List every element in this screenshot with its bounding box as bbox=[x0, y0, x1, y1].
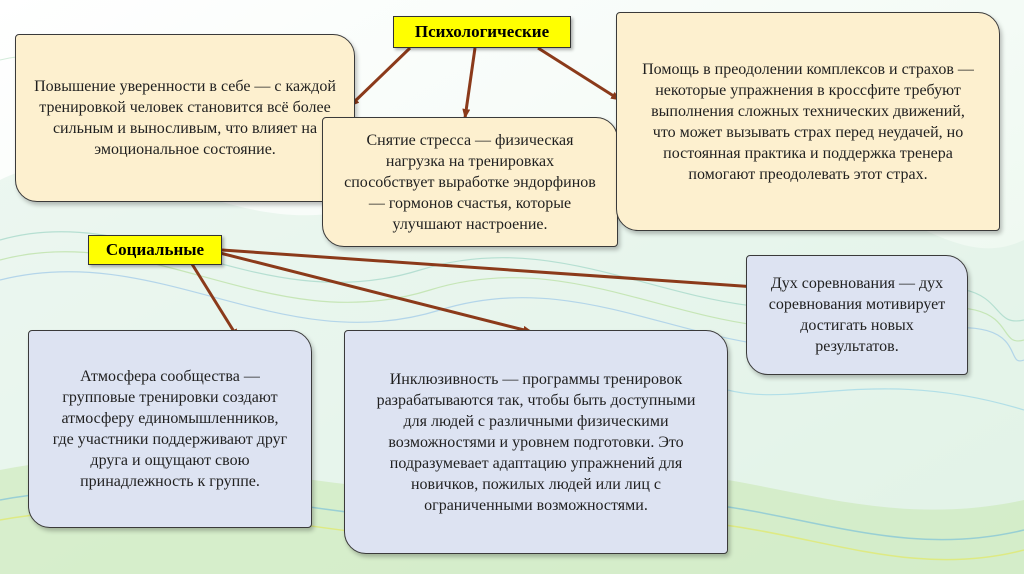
inclusivity-box: Инклюзивность — программы тренировок раз… bbox=[344, 330, 728, 554]
social-label: Социальные bbox=[88, 235, 222, 265]
stress-text: Снятие стресса — физическая нагрузка на … bbox=[344, 131, 596, 233]
arrow-social-to-inclusivity bbox=[219, 251, 533, 334]
arrow-psych-to-complexes bbox=[537, 46, 621, 102]
confidence-box: Повышение уверенности в себе — с каждой … bbox=[15, 34, 355, 202]
community-box: Атмосфера сообщества — групповые трениро… bbox=[28, 330, 312, 528]
arrow-psych-to-stress bbox=[462, 47, 477, 119]
complexes-box: Помощь в преодолении комплексов и страхо… bbox=[616, 12, 1000, 231]
inclusivity-text: Инклюзивность — программы тренировок раз… bbox=[376, 370, 696, 514]
psychological-label: Психологические bbox=[393, 16, 571, 48]
arrow-psych-to-confidence bbox=[348, 46, 412, 108]
community-text: Атмосфера сообщества — групповые трениро… bbox=[52, 368, 288, 490]
confidence-text: Повышение уверенности в себе — с каждой … bbox=[34, 78, 336, 158]
arrow-social-to-competition bbox=[221, 248, 757, 291]
stress-box: Снятие стресса — физическая нагрузка на … bbox=[322, 117, 618, 247]
competition-text: Дух соревнования — дух соревнования моти… bbox=[768, 275, 946, 355]
competition-box: Дух соревнования — дух соревнования моти… bbox=[746, 255, 968, 375]
complexes-text: Помощь в преодолении комплексов и страхо… bbox=[642, 60, 974, 183]
arrow-social-to-community bbox=[190, 263, 240, 339]
